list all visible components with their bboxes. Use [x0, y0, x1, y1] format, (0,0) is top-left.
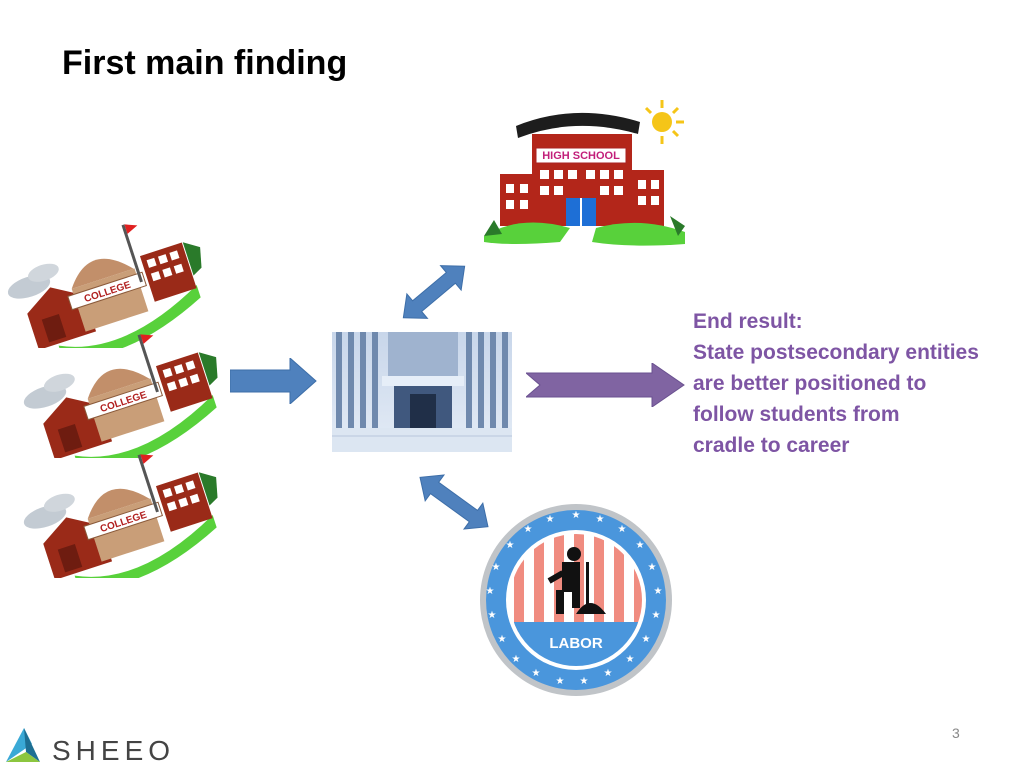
- svg-text:★: ★: [580, 676, 589, 687]
- svg-text:★: ★: [604, 668, 613, 679]
- high-school-clipart: HIGH SCHOOL: [484, 100, 685, 246]
- svg-text:★: ★: [488, 610, 497, 621]
- result-line-4: cradle to career: [693, 434, 850, 457]
- svg-text:★: ★: [642, 634, 651, 645]
- svg-text:★: ★: [486, 586, 495, 597]
- svg-text:★: ★: [636, 540, 645, 551]
- result-line-3: follow students from: [693, 403, 900, 426]
- svg-text:★: ★: [532, 668, 541, 679]
- page-number: 3: [952, 725, 960, 741]
- slide-title: First main finding: [62, 44, 348, 82]
- svg-text:★: ★: [498, 634, 507, 645]
- svg-text:★: ★: [618, 524, 627, 535]
- right-arrow-icon: [230, 358, 317, 404]
- double-arrow-top-icon: [402, 265, 466, 319]
- worker-shovel-icon: [547, 547, 606, 614]
- result-line-1: State postsecondary entities: [693, 341, 979, 364]
- svg-text:★: ★: [506, 540, 515, 551]
- result-heading: End result:: [693, 310, 803, 333]
- college-clipart-3: COLLEGE: [23, 454, 218, 578]
- svg-text:★: ★: [512, 654, 521, 665]
- svg-text:★: ★: [596, 514, 605, 525]
- double-arrow-bottom-icon: [419, 474, 489, 530]
- result-line-2: are better positioned to: [693, 372, 927, 395]
- college-clipart-2: COLLEGE: [23, 334, 218, 458]
- agency-building-photo: [332, 332, 512, 452]
- svg-text:★: ★: [654, 586, 663, 597]
- svg-text:★: ★: [556, 676, 565, 687]
- college-clipart-1: COLLEGE: [7, 224, 202, 348]
- svg-text:★: ★: [648, 562, 657, 573]
- labor-seal: ★★★★ ★★★★ ★★★★ ★★★★ ★★★★★ LABOR: [480, 504, 672, 696]
- svg-text:★: ★: [524, 524, 533, 535]
- svg-text:★: ★: [626, 654, 635, 665]
- sheeo-logo-icon: [6, 728, 40, 762]
- svg-text:★: ★: [492, 562, 501, 573]
- svg-text:★: ★: [652, 610, 661, 621]
- result-text: End result: State postsecondary entities…: [693, 306, 1013, 461]
- svg-text:★: ★: [572, 510, 581, 521]
- result-arrow-icon: [526, 363, 685, 407]
- svg-text:★: ★: [546, 514, 555, 525]
- sheeo-logo-text: SHEEO: [52, 735, 176, 766]
- labor-label: LABOR: [549, 635, 602, 652]
- high-school-sign: HIGH SCHOOL: [542, 150, 620, 162]
